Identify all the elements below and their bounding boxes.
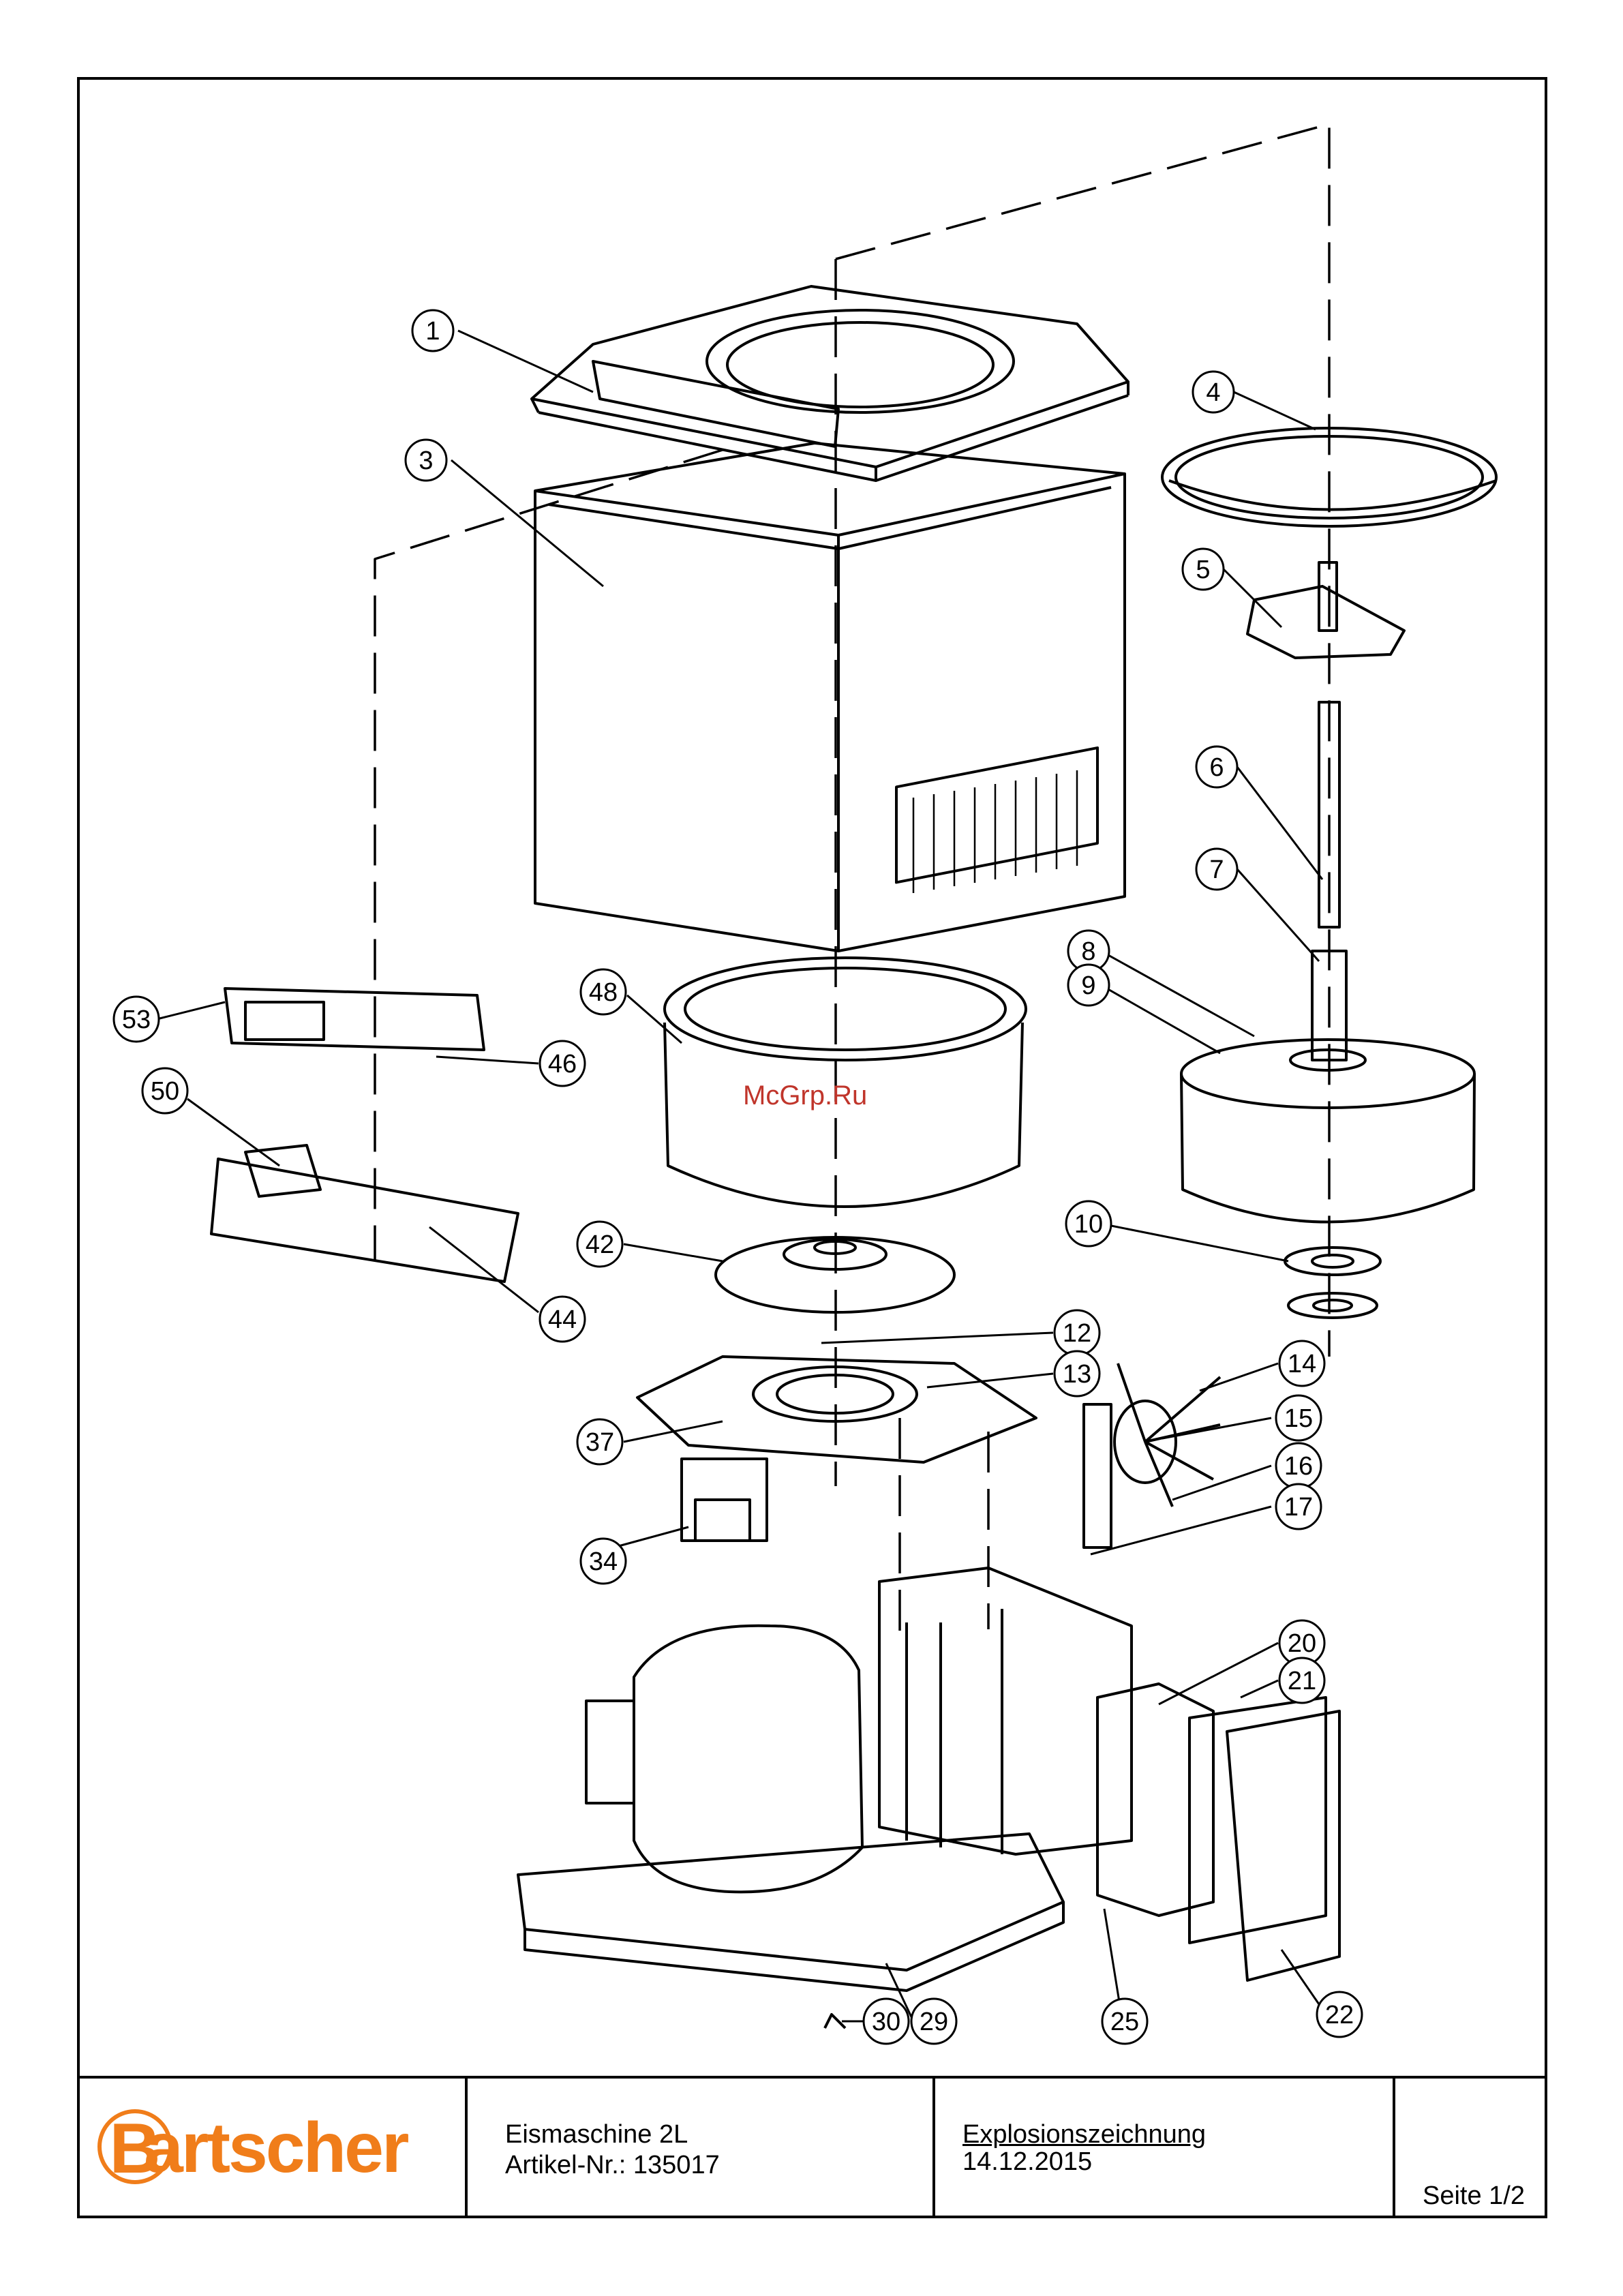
callout-30: 30 xyxy=(872,2008,900,2036)
title-block-drawing-cell: Explosionszeichnung 14.12.2015 xyxy=(935,2079,1395,2218)
callout-15: 15 xyxy=(1284,1404,1313,1433)
callout-42: 42 xyxy=(586,1230,614,1259)
part-top-frame xyxy=(532,286,1128,481)
callout-5: 5 xyxy=(1196,556,1210,584)
article-number: Artikel-Nr.: 135017 xyxy=(505,2150,720,2180)
callout-14: 14 xyxy=(1288,1350,1316,1378)
callout-46: 46 xyxy=(548,1050,577,1078)
callout-1: 1 xyxy=(425,317,440,346)
callout-4: 4 xyxy=(1206,378,1220,407)
part-base-tray xyxy=(518,1834,1063,2028)
page-number: Seite 1/2 xyxy=(1423,2181,1525,2211)
title-block-logo-cell: B artscher xyxy=(77,2079,468,2218)
callout-3: 3 xyxy=(419,447,433,475)
leader-lines xyxy=(157,331,1322,2021)
part-control-panel xyxy=(211,988,518,1282)
title-block: B artscher Eismaschine 2L Artikel-Nr.: 1… xyxy=(77,2076,1547,2218)
callout-25: 25 xyxy=(1110,2008,1139,2036)
callout-10: 10 xyxy=(1074,1210,1103,1239)
callout-13: 13 xyxy=(1063,1360,1091,1389)
part-compressor xyxy=(586,1626,862,1892)
callout-21: 21 xyxy=(1288,1667,1316,1695)
callout-17: 17 xyxy=(1284,1493,1313,1522)
title-block-page-cell: Seite 1/2 xyxy=(1395,2079,1547,2218)
part-electrical-box xyxy=(1097,1684,1339,1980)
callout-29: 29 xyxy=(920,2008,948,2036)
part-fan xyxy=(1084,1363,1220,1547)
callout-34: 34 xyxy=(589,1547,618,1576)
callout-8: 8 xyxy=(1081,937,1095,966)
callout-48: 48 xyxy=(589,978,618,1007)
assembly-axis-lines xyxy=(375,124,1329,1636)
part-housing xyxy=(535,443,1125,951)
callout-20: 20 xyxy=(1288,1629,1316,1658)
callout-7: 7 xyxy=(1209,856,1224,884)
product-name: Eismaschine 2L xyxy=(505,2119,688,2149)
callout-50: 50 xyxy=(151,1077,179,1106)
callout-16: 16 xyxy=(1284,1452,1313,1481)
part-condenser xyxy=(879,1568,1132,1854)
part-motor xyxy=(682,1459,767,1541)
drawing-date: 14.12.2015 xyxy=(962,2147,1092,2177)
callout-9: 9 xyxy=(1081,971,1095,1000)
part-paddle xyxy=(1247,562,1404,658)
callout-22: 22 xyxy=(1325,2001,1354,2029)
callout-numbers: 1 3 4 5 6 7 8 9 10 12 13 14 15 16 17 20 … xyxy=(122,317,1354,2036)
callout-circles xyxy=(114,310,1362,2044)
callout-37: 37 xyxy=(586,1428,614,1457)
callout-53: 53 xyxy=(122,1006,151,1034)
part-bowl xyxy=(1181,1040,1474,1222)
logo-wordmark: artscher xyxy=(144,2107,407,2189)
drawing-type: Explosionszeichnung xyxy=(962,2119,1206,2149)
callout-6: 6 xyxy=(1209,753,1224,782)
title-block-product-cell: Eismaschine 2L Artikel-Nr.: 135017 xyxy=(468,2079,935,2218)
callout-44: 44 xyxy=(548,1305,577,1334)
part-seals xyxy=(1285,1248,1380,1318)
watermark-text: McGrp.Ru xyxy=(743,1081,867,1111)
callout-12: 12 xyxy=(1063,1319,1091,1348)
